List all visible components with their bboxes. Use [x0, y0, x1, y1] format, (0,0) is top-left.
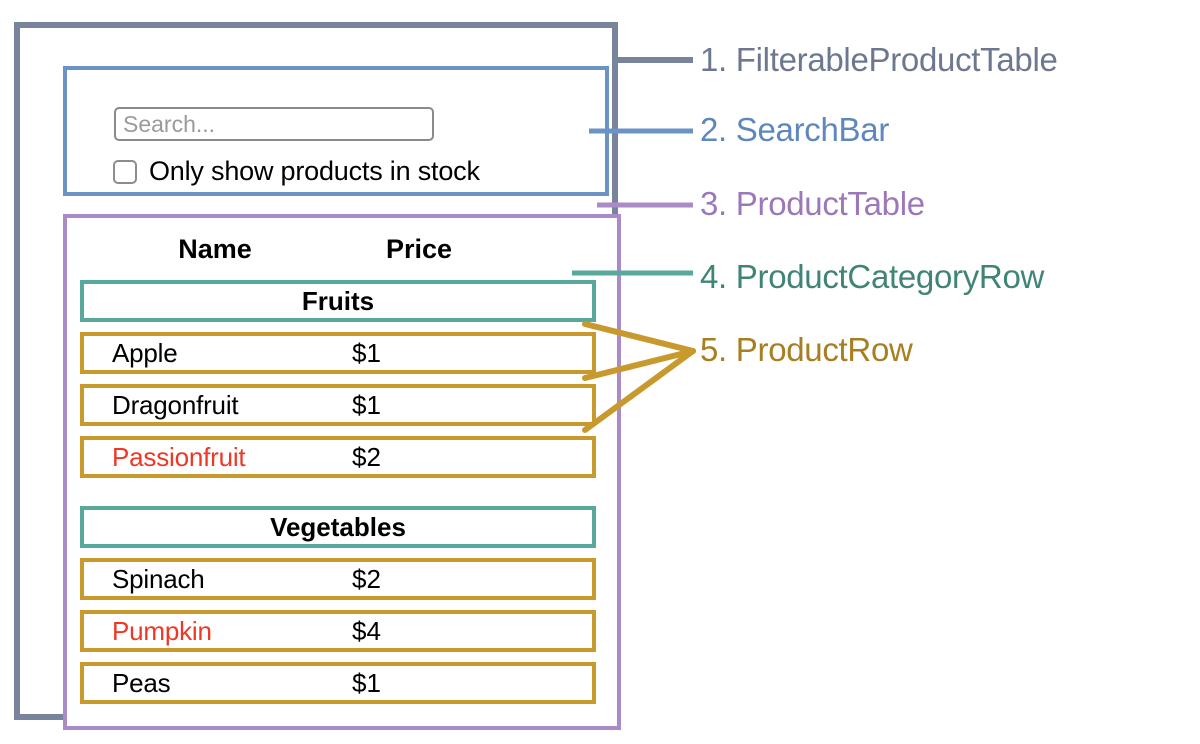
- product-table-body: Fruits Apple $1 Dragonfruit $1 Passionfr…: [80, 280, 596, 714]
- product-name: Passionfruit: [112, 441, 246, 472]
- product-table-header-row: Name Price: [67, 228, 617, 270]
- product-category-row: Fruits: [80, 280, 596, 322]
- column-header-price: Price: [385, 233, 453, 264]
- product-price: $1: [352, 389, 381, 420]
- in-stock-filter-row[interactable]: Only show products in stock: [113, 156, 480, 187]
- annotation-label-product-category-row: 4. ProductCategoryRow: [700, 258, 1045, 295]
- product-table-container: Name Price Fruits Apple $1 Dragonfruit $…: [63, 214, 621, 730]
- category-group-spacer: [80, 488, 596, 506]
- product-name: Apple: [112, 337, 178, 368]
- product-category-label: Fruits: [301, 285, 375, 316]
- annotation-label-product-table: 3. ProductTable: [700, 185, 925, 222]
- product-name: Peas: [112, 667, 171, 698]
- product-name: Spinach: [112, 563, 205, 594]
- product-category-row: Vegetables: [80, 506, 596, 548]
- filterable-product-table-container: Only show products in stock Name Price F…: [14, 22, 621, 730]
- product-row[interactable]: Pumpkin $4: [80, 610, 596, 652]
- product-price: $1: [352, 667, 381, 698]
- annotation-label-filterable-product-table: 1. FilterableProductTable: [700, 41, 1058, 78]
- product-price: $2: [352, 441, 381, 472]
- column-header-name: Name: [178, 233, 252, 264]
- product-row[interactable]: Spinach $2: [80, 558, 596, 600]
- product-price: $2: [352, 563, 381, 594]
- in-stock-checkbox-label: Only show products in stock: [149, 156, 480, 186]
- in-stock-checkbox[interactable]: [113, 159, 137, 184]
- product-row[interactable]: Apple $1: [80, 332, 596, 374]
- product-price: $1: [352, 337, 381, 368]
- product-price: $4: [352, 615, 381, 646]
- product-row[interactable]: Dragonfruit $1: [80, 384, 596, 426]
- product-name: Dragonfruit: [112, 389, 239, 420]
- search-bar-container: Only show products in stock: [63, 66, 609, 196]
- search-input[interactable]: [114, 107, 434, 141]
- product-row[interactable]: Passionfruit $2: [80, 436, 596, 478]
- product-row[interactable]: Peas $1: [80, 662, 596, 704]
- product-category-label: Vegetables: [270, 511, 406, 542]
- product-name: Pumpkin: [112, 615, 212, 646]
- annotation-label-search-bar: 2. SearchBar: [700, 111, 890, 148]
- annotation-label-product-row: 5. ProductRow: [700, 331, 913, 368]
